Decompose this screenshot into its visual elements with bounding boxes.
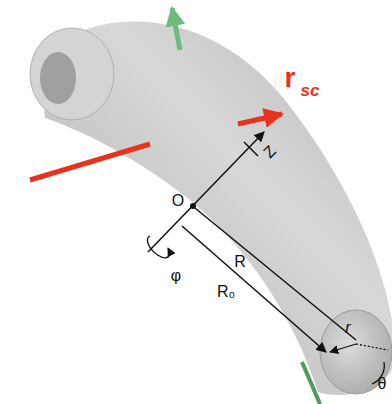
r0-line — [182, 226, 326, 352]
minor-radius — [330, 344, 356, 352]
radius-label: R₀ — [217, 284, 235, 300]
r-major-line — [195, 208, 356, 340]
tube-end-cap — [320, 310, 392, 394]
vector-subscript: sc — [301, 82, 320, 99]
angle-label: φ — [171, 268, 181, 284]
origin-label: O — [172, 193, 184, 209]
angle-label: θ — [378, 376, 387, 392]
tube-hole — [40, 52, 76, 104]
phi-rotation — [147, 236, 169, 258]
axis-tick — [244, 142, 258, 156]
radius-label: r — [345, 320, 350, 336]
red-vector-head — [238, 114, 282, 124]
tube-open-end — [30, 28, 114, 120]
z-axis — [148, 132, 264, 252]
theta-reference — [356, 344, 388, 350]
green-vector-top — [172, 8, 180, 50]
radius-label: R — [234, 254, 246, 270]
red-vector-tail — [30, 144, 150, 180]
vector-symbol: r — [285, 64, 296, 92]
green-vector-bottom — [302, 362, 320, 404]
